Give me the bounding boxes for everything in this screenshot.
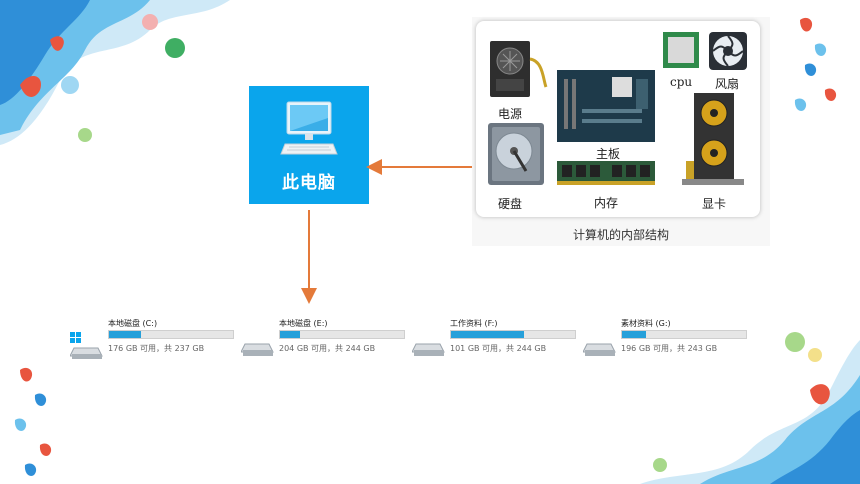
graphics-card-label: 显卡 (702, 197, 727, 211)
drive-space: 176 GB 可用，共 237 GB (108, 344, 205, 353)
computer-icon (280, 101, 338, 155)
drive-usage-bar (108, 330, 234, 339)
drives-list: 本地磁盘 (C:) 176 GB 可用，共 237 GB 本地磁盘 (E:) 2… (66, 310, 768, 372)
hard-disk-label: 硬盘 (498, 197, 523, 211)
fan-label: 风扇 (715, 77, 740, 91)
drive-item-e[interactable]: 本地磁盘 (E:) 204 GB 可用，共 244 GB (241, 318, 411, 362)
this-pc-tile[interactable]: 此电脑 (249, 86, 369, 204)
drive-name: 本地磁盘 (E:) (279, 319, 328, 328)
cpu-label: cpu (670, 75, 693, 89)
drive-usage-bar (279, 330, 405, 339)
hardware-caption: 计算机的内部结构 (572, 228, 669, 242)
motherboard-icon (557, 70, 655, 142)
drive-usage-bar (621, 330, 747, 339)
hardware-image-frame: 电源 主板 硬盘 (476, 21, 760, 217)
drive-name: 工作资料 (F:) (450, 319, 498, 328)
hard-disk-icon (488, 123, 544, 185)
windows-drive-icon (70, 332, 103, 359)
drive-name: 素材资料 (G:) (621, 319, 671, 328)
motherboard-label: 主板 (596, 147, 621, 161)
decorative-wave-top-left (0, 0, 230, 145)
hardware-panel: 电源 主板 硬盘 (472, 17, 770, 246)
cpu-icon (663, 32, 699, 68)
decorative-wave-bottom-right (640, 332, 860, 484)
memory-label: 内存 (594, 196, 619, 210)
drive-space: 204 GB 可用，共 244 GB (279, 344, 376, 353)
drive-space: 101 GB 可用，共 244 GB (450, 344, 547, 353)
drive-item-c[interactable]: 本地磁盘 (C:) 176 GB 可用，共 237 GB (70, 318, 240, 362)
power-supply-label: 电源 (498, 107, 523, 121)
power-supply-icon (490, 41, 548, 97)
drive-item-f[interactable]: 工作资料 (F:) 101 GB 可用，共 244 GB (412, 318, 582, 362)
graphics-card-icon (682, 93, 744, 185)
drive-icon (241, 343, 274, 356)
decorative-fish-bottom-left (14, 367, 52, 476)
drive-icon (583, 343, 616, 356)
fan-icon (709, 32, 747, 70)
drive-name: 本地磁盘 (C:) (108, 319, 158, 328)
memory-icon (557, 161, 655, 185)
this-pc-label: 此电脑 (282, 173, 336, 193)
drive-usage-bar (450, 330, 576, 339)
drive-space: 196 GB 可用，共 243 GB (621, 344, 718, 353)
decorative-fish-top-right (794, 17, 837, 111)
drive-icon (412, 343, 445, 356)
drive-item-g[interactable]: 素材资料 (G:) 196 GB 可用，共 243 GB (583, 318, 753, 362)
